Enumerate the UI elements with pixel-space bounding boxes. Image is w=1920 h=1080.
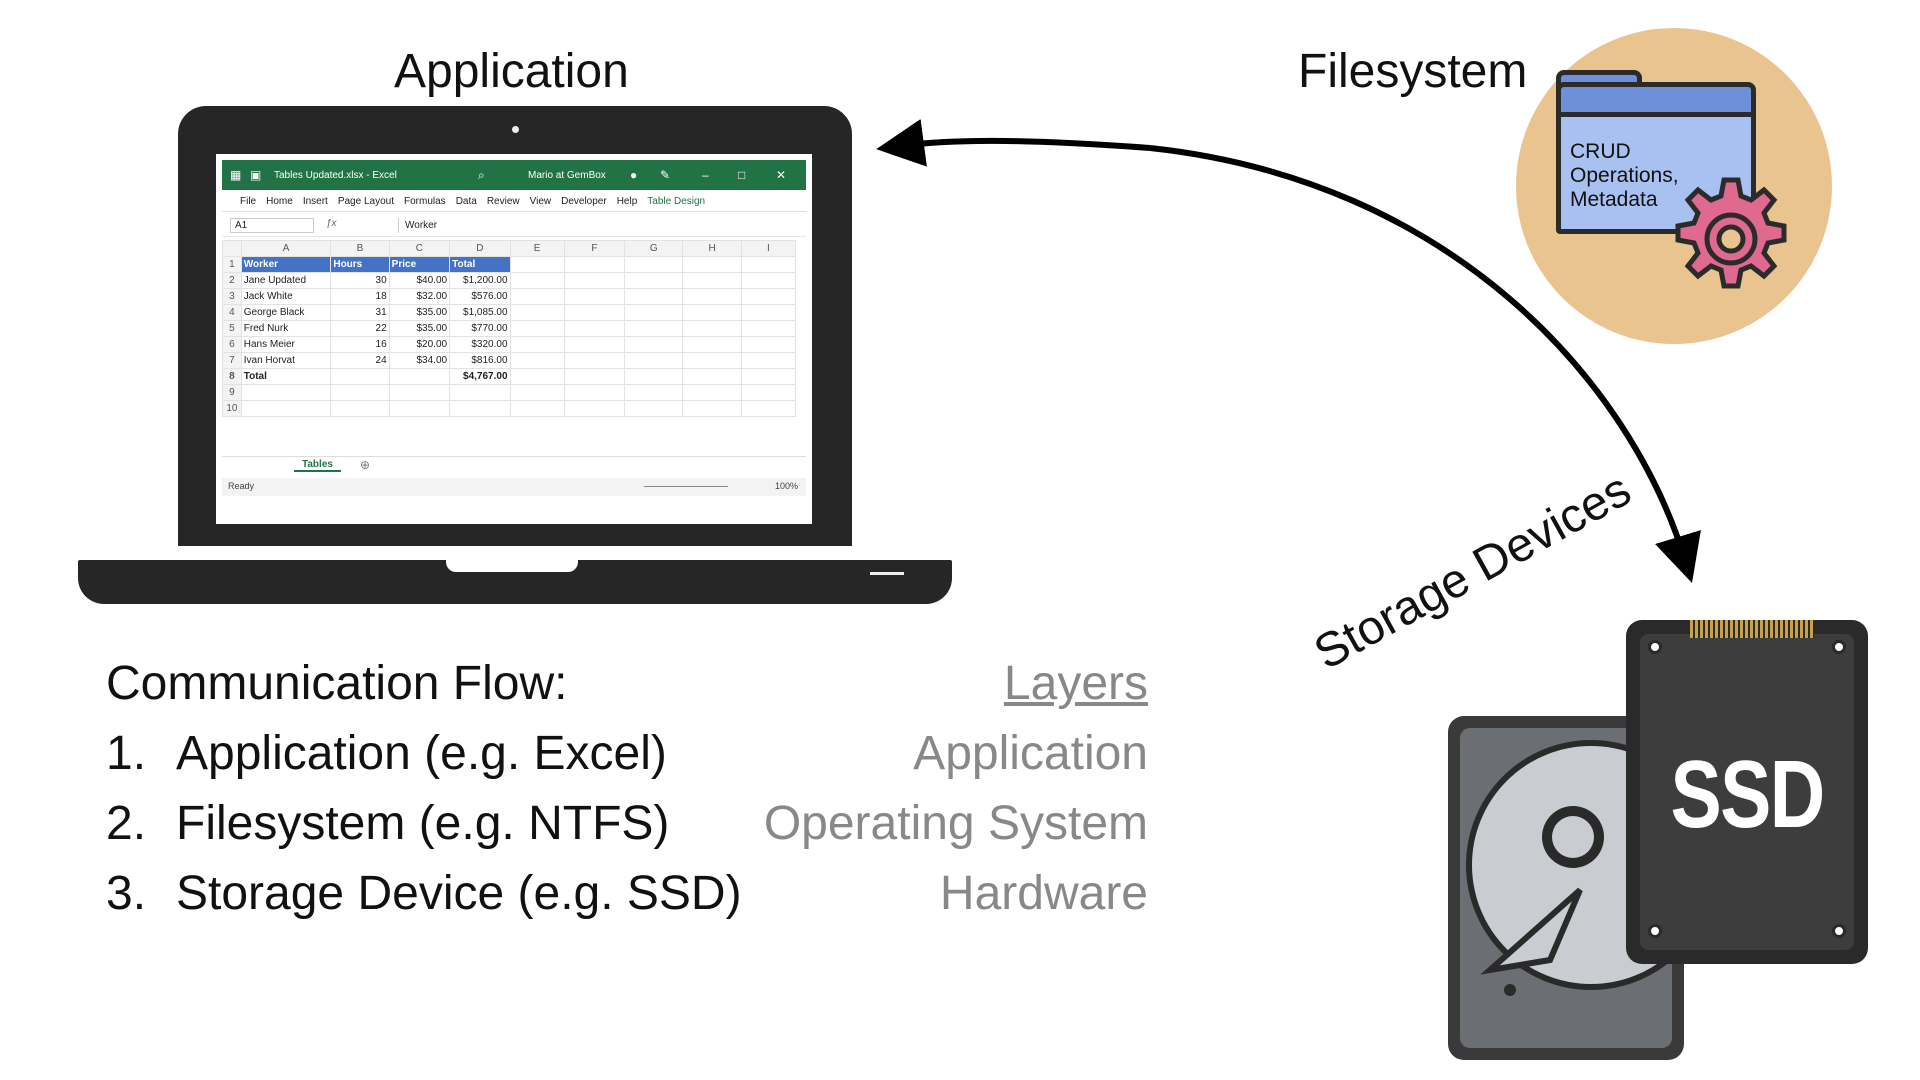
- column-header: F: [563, 240, 626, 257]
- sheet-tabs: Tables ⊕: [222, 456, 806, 477]
- formula-value: Worker: [398, 218, 809, 233]
- flow-title: Communication Flow:: [106, 657, 568, 710]
- laptop-led: [870, 572, 904, 575]
- column-header: D: [449, 240, 511, 257]
- excel-window-title: Tables Updated.xlsx - Excel: [274, 169, 397, 181]
- fx-icon: ƒx: [326, 218, 337, 229]
- table-row: 3 Jack White 18 $32.00 $576.00: [222, 288, 797, 305]
- ribbon-tab-table-design: Table Design: [647, 196, 706, 207]
- ribbon-tab: Review: [486, 196, 520, 207]
- layer-item: Hardware: [939, 867, 1148, 920]
- arrow-to-application: [876, 119, 1151, 167]
- hard-drive-spindle-center: [1552, 816, 1594, 858]
- gear-icon: [1675, 177, 1787, 289]
- ssd-connector: [1690, 620, 1814, 638]
- filesystem-description: CRUD Operations, Metadata: [1570, 140, 1679, 211]
- ribbon-tab: Developer: [561, 196, 607, 207]
- ssd-face: [1640, 634, 1854, 950]
- table-row: 9: [222, 384, 797, 401]
- ribbon-tab: Help: [616, 196, 638, 207]
- ribbon-tab: Insert: [302, 196, 328, 207]
- table-row: 4 George Black 31 $35.00 $1,085.00: [222, 304, 797, 321]
- status-text: Ready: [228, 481, 255, 491]
- ribbon-tab: File: [240, 196, 257, 207]
- column-header: E: [509, 240, 565, 257]
- screw-icon: [1648, 924, 1662, 938]
- flow-item: 3. Storage Device (e.g. SSD): [106, 867, 742, 920]
- ribbon-tab: Formulas: [404, 196, 446, 207]
- add-sheet-icon: ⊕: [360, 458, 371, 472]
- excel-screenshot: ▦ ▣ Tables Updated.xlsx - Excel ⌕ Mario …: [216, 154, 812, 524]
- flow-item: 2. Filesystem (e.g. NTFS): [106, 797, 670, 850]
- spreadsheet-grid: A B C D E F G H I 1 Worker Hours Price T…: [222, 240, 797, 417]
- laptop-camera: [512, 126, 519, 133]
- ribbon-tab: View: [529, 196, 552, 207]
- status-bar: Ready 100%: [222, 478, 806, 496]
- flow-item: 1. Application (e.g. Excel): [106, 727, 667, 780]
- excel-logo-icon: ▦: [230, 168, 242, 182]
- filesystem-label: Filesystem: [1298, 45, 1528, 98]
- screw-icon: [1648, 640, 1662, 654]
- sheet-tab: Tables: [294, 459, 341, 472]
- ribbon-tab: Home: [266, 196, 293, 207]
- close-icon: ✕: [776, 168, 787, 182]
- hard-drive-arm: [1480, 887, 1583, 996]
- table-header-cell: Hours: [330, 256, 390, 273]
- column-header: B: [330, 240, 390, 257]
- ribbon-tab: Page Layout: [337, 196, 394, 207]
- search-icon: ⌕: [478, 167, 485, 182]
- table-cell: $816.00: [449, 352, 511, 369]
- table-row: 5 Fred Nurk 22 $35.00 $770.00: [222, 320, 797, 337]
- application-label: Application: [394, 45, 629, 98]
- avatar: ●: [630, 168, 638, 182]
- minimize-icon: –: [702, 168, 709, 182]
- screw-icon: [1832, 640, 1846, 654]
- screw-icon: [1832, 924, 1846, 938]
- ribbon-tab: Data: [455, 196, 477, 207]
- maximize-icon: □: [738, 168, 746, 182]
- excel-ribbon: File Home Insert Page Layout Formulas Da…: [222, 192, 806, 212]
- ssd-label: SSD: [1670, 741, 1825, 848]
- formula-bar: A1 ƒx Worker: [222, 216, 806, 237]
- layer-item: Application: [913, 727, 1148, 780]
- layer-item: Operating System: [763, 797, 1148, 850]
- excel-title-bar: ▦ ▣ Tables Updated.xlsx - Excel ⌕ Mario …: [222, 160, 806, 190]
- pen-icon: ✎: [660, 168, 671, 182]
- column-header: G: [624, 240, 684, 257]
- table-row: 10: [222, 400, 797, 417]
- excel-user-name: Mario at GemBox: [528, 169, 606, 181]
- table-header-row: 1 Worker Hours Price Total: [222, 256, 797, 273]
- column-header: H: [682, 240, 742, 257]
- save-icon: ▣: [250, 168, 262, 182]
- layers-title: Layers: [1003, 657, 1148, 710]
- laptop-notch: [446, 560, 578, 572]
- zoom-slider: [644, 486, 728, 487]
- zoom-level: 100%: [774, 481, 798, 491]
- arrow-curve: [1149, 145, 1701, 583]
- name-box: A1: [230, 218, 314, 233]
